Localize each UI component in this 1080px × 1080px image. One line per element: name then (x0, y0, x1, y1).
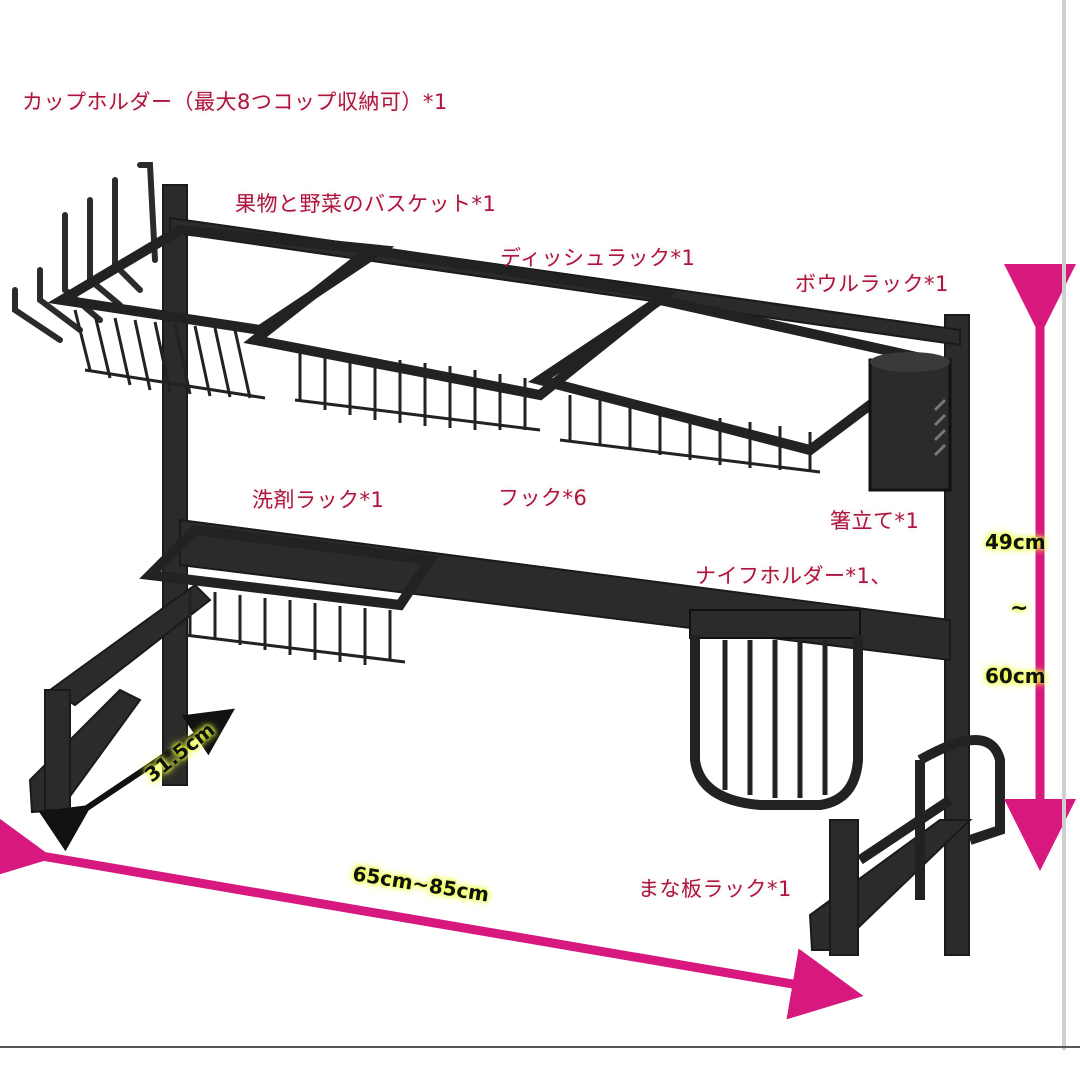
detergent-rack-label: 洗剤ラック*1 (252, 488, 385, 512)
frame-border-bottom (0, 1046, 1080, 1048)
cutting-board-rack-label: まな板ラック*1 (638, 877, 792, 901)
knife-holder (689, 609, 863, 810)
fruit-basket-label: 果物と野菜のバスケット*1 (235, 192, 497, 216)
depth-arrow (38, 708, 235, 852)
height-min-label: 49cm (985, 530, 1046, 554)
width-arrow (0, 810, 864, 1020)
chopstick-stand-label: 箸立て*1 (830, 509, 920, 533)
cutting-board-rack (857, 735, 1005, 900)
height-separator: ~ (1010, 596, 1029, 621)
frame-border-right (1062, 0, 1066, 1050)
bowl-rack-label: ボウルラック*1 (795, 272, 949, 296)
dish-rack-label: ディッシュラック*1 (500, 246, 696, 270)
chopstick-stand (868, 352, 952, 492)
knife-holder-label: ナイフホルダー*1、 (695, 564, 892, 588)
dish-rack (243, 244, 678, 432)
cup-holder-label: カップホルダー（最大8つコップ収納可）*1 (22, 90, 448, 114)
height-max-label: 60cm (985, 664, 1046, 688)
detergent-rack (139, 524, 439, 665)
hooks-label: フック*6 (498, 486, 588, 510)
